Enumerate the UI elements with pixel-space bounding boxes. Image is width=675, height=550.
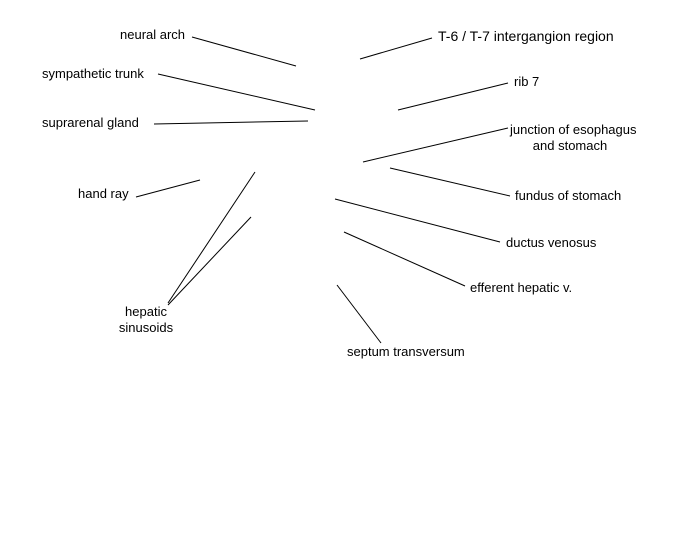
label-junction-line2: and stomach [532, 138, 608, 153]
label-hand-ray: hand ray [78, 186, 129, 201]
label-junction-line1: junction of esophagus [510, 122, 637, 137]
leader-junction [362, 127, 509, 163]
label-sympathetic-trunk: sympathetic trunk [42, 66, 144, 81]
label-ductus-venosus: ductus venosus [506, 235, 597, 250]
leader-neural-arch [191, 36, 297, 67]
leader-fundus [389, 167, 511, 197]
leader-hepatic-sinusoids-2 [167, 216, 252, 306]
leader-ductus-venosus [334, 198, 501, 243]
leader-hepatic-sinusoids-1 [167, 171, 256, 304]
leader-suprarenal-gland [153, 120, 309, 125]
label-hepatic-line1: hepatic [125, 304, 167, 319]
leader-septum [336, 284, 382, 344]
label-neural-arch: neural arch [120, 27, 186, 42]
leader-t6-t7 [359, 37, 433, 60]
label-fundus: fundus of stomach [515, 188, 622, 203]
label-rib7: rib 7 [514, 74, 540, 89]
leader-sympathetic-trunk [157, 73, 316, 111]
leader-hand-ray [135, 179, 201, 198]
label-efferent-hepatic: efferent hepatic v. [470, 280, 573, 295]
label-hepatic-line2: sinusoids [118, 320, 174, 335]
label-septum-transversum: septum transversum [347, 344, 465, 359]
label-hepatic-sinusoids: hepatic sinusoids [106, 304, 186, 336]
label-junction-esophagus-stomach: junction of esophagus and stomach [510, 122, 637, 154]
label-suprarenal-gland: suprarenal gland [42, 115, 139, 130]
leader-efferent-hepatic [343, 231, 466, 287]
label-t6-t7: T-6 / T-7 intergangion region [438, 28, 614, 44]
leader-rib7 [397, 82, 509, 111]
